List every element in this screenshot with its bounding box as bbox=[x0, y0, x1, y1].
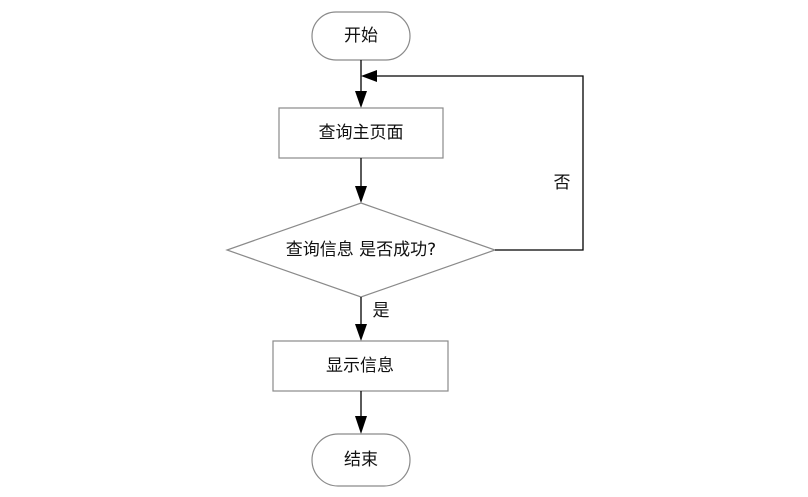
arrowhead-loop-in bbox=[361, 70, 377, 82]
connector-yes: 是 bbox=[355, 297, 390, 341]
decision-query-success-label: 查询信息 是否成功? bbox=[286, 240, 436, 260]
arrowhead-query-in bbox=[355, 91, 367, 108]
start-node-label: 开始 bbox=[344, 26, 378, 46]
process-show-info: 显示信息 bbox=[272, 340, 449, 392]
process-query-main-page-label: 查询主页面 bbox=[319, 123, 404, 143]
process-show-info-label: 显示信息 bbox=[326, 356, 394, 376]
connector-start-to-query bbox=[355, 60, 367, 108]
end-node-label: 结束 bbox=[344, 450, 378, 470]
arrowhead-show-info-in bbox=[355, 324, 367, 341]
connector-no-loop-line bbox=[375, 75, 584, 251]
process-show-info-shape bbox=[272, 340, 449, 392]
arrowhead-end-in bbox=[355, 416, 367, 434]
branch-no-label: 否 bbox=[554, 173, 571, 193]
process-query-main-page: 查询主页面 bbox=[278, 107, 444, 159]
connector-query-to-decision bbox=[355, 158, 367, 203]
arrowhead-decision-in bbox=[355, 186, 367, 203]
branch-yes-label: 是 bbox=[373, 301, 390, 321]
end-node: 结束 bbox=[311, 433, 411, 487]
end-node-shape bbox=[311, 433, 411, 487]
process-query-main-page-shape bbox=[278, 107, 444, 159]
connector-show-info-to-end bbox=[355, 391, 367, 434]
connector-no-loop: 否 bbox=[361, 70, 584, 251]
decision-query-success: 查询信息 是否成功? bbox=[225, 202, 497, 298]
start-node: 开始 bbox=[311, 11, 411, 61]
